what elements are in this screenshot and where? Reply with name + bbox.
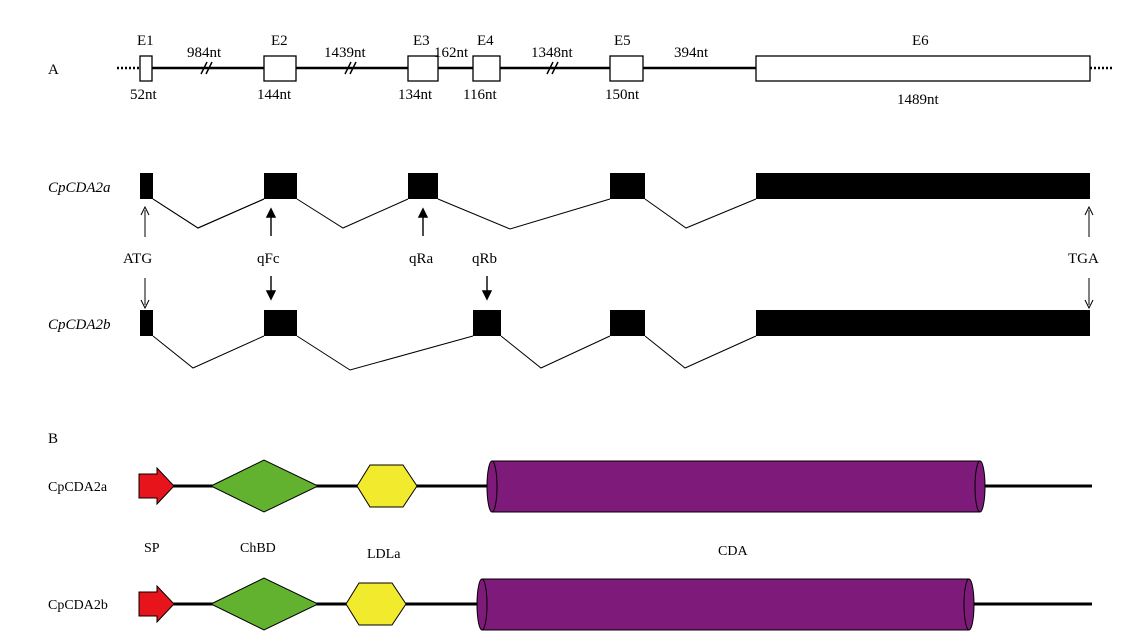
codon-arrows	[140, 205, 1094, 310]
intron-length-3: 162nt	[434, 45, 469, 61]
isoform-a-label: CpCDA2a	[48, 180, 111, 196]
exon-name-e5: E5	[614, 33, 631, 49]
exon-name-e2: E2	[271, 33, 288, 49]
primer-label-qra: qRa	[409, 251, 434, 267]
domain-label-chbd: ChBD	[240, 541, 276, 556]
exon-length-e6: 1489nt	[897, 92, 940, 108]
primer-label-qrb: qRb	[472, 251, 497, 267]
exon-box-e5	[609, 55, 644, 82]
start-codon-label: ATG	[123, 251, 152, 267]
exon-length-e2: 144nt	[257, 87, 292, 103]
exon-name-e3: E3	[413, 33, 430, 49]
intron-length-1: 984nt	[187, 45, 222, 61]
exon-length-e1: 52nt	[130, 87, 158, 103]
protein-a-cda-cylinder	[486, 460, 986, 513]
protein-a-chbd-diamond	[209, 459, 320, 513]
exon-name-e1: E1	[137, 33, 154, 49]
exon-box-e6	[755, 55, 1091, 82]
domain-label-ldla: LDLa	[367, 547, 401, 562]
intron-length-2: 1439nt	[324, 45, 367, 61]
intron-break-marks	[200, 61, 559, 75]
isoform-a-exons	[140, 173, 1090, 199]
exon-length-e4: 116nt	[463, 87, 497, 103]
exon-length-e3: 134nt	[398, 87, 433, 103]
exon-name-e4: E4	[477, 33, 494, 49]
protein-b-cda-cylinder	[476, 578, 975, 631]
exon-name-e6: E6	[912, 33, 929, 49]
protein-b-sp-arrow	[138, 584, 175, 624]
domain-label-cda: CDA	[718, 544, 748, 559]
panel-b-label: B	[48, 431, 58, 447]
exon-box-e3	[407, 55, 439, 82]
protein-a-label: CpCDA2a	[48, 480, 108, 495]
intron-length-5: 394nt	[674, 45, 709, 61]
protein-a-sp-arrow	[138, 466, 175, 506]
primer-arrows	[265, 207, 493, 301]
exon-length-e5: 150nt	[605, 87, 640, 103]
protein-b-ldla-hexagon	[345, 582, 407, 626]
panel-a-label: A	[48, 62, 59, 78]
isoform-a-introns	[152, 198, 757, 230]
protein-b-label: CpCDA2b	[48, 598, 108, 613]
protein-b-chbd-diamond	[209, 577, 320, 631]
primer-label-qfc: qFc	[257, 251, 280, 267]
exon-box-e4	[472, 55, 501, 82]
stop-codon-label: TGA	[1068, 251, 1099, 267]
intron-length-4: 1348nt	[531, 45, 574, 61]
protein-a-ldla-hexagon	[356, 464, 418, 508]
exon-box-e1	[139, 55, 153, 82]
exon-box-e2	[263, 55, 297, 82]
domain-label-sp: SP	[144, 541, 160, 556]
exon-boxes	[139, 55, 1091, 82]
isoform-b-label: CpCDA2b	[48, 317, 111, 333]
isoform-b-introns	[152, 335, 757, 371]
isoform-b-exons	[140, 310, 1090, 336]
